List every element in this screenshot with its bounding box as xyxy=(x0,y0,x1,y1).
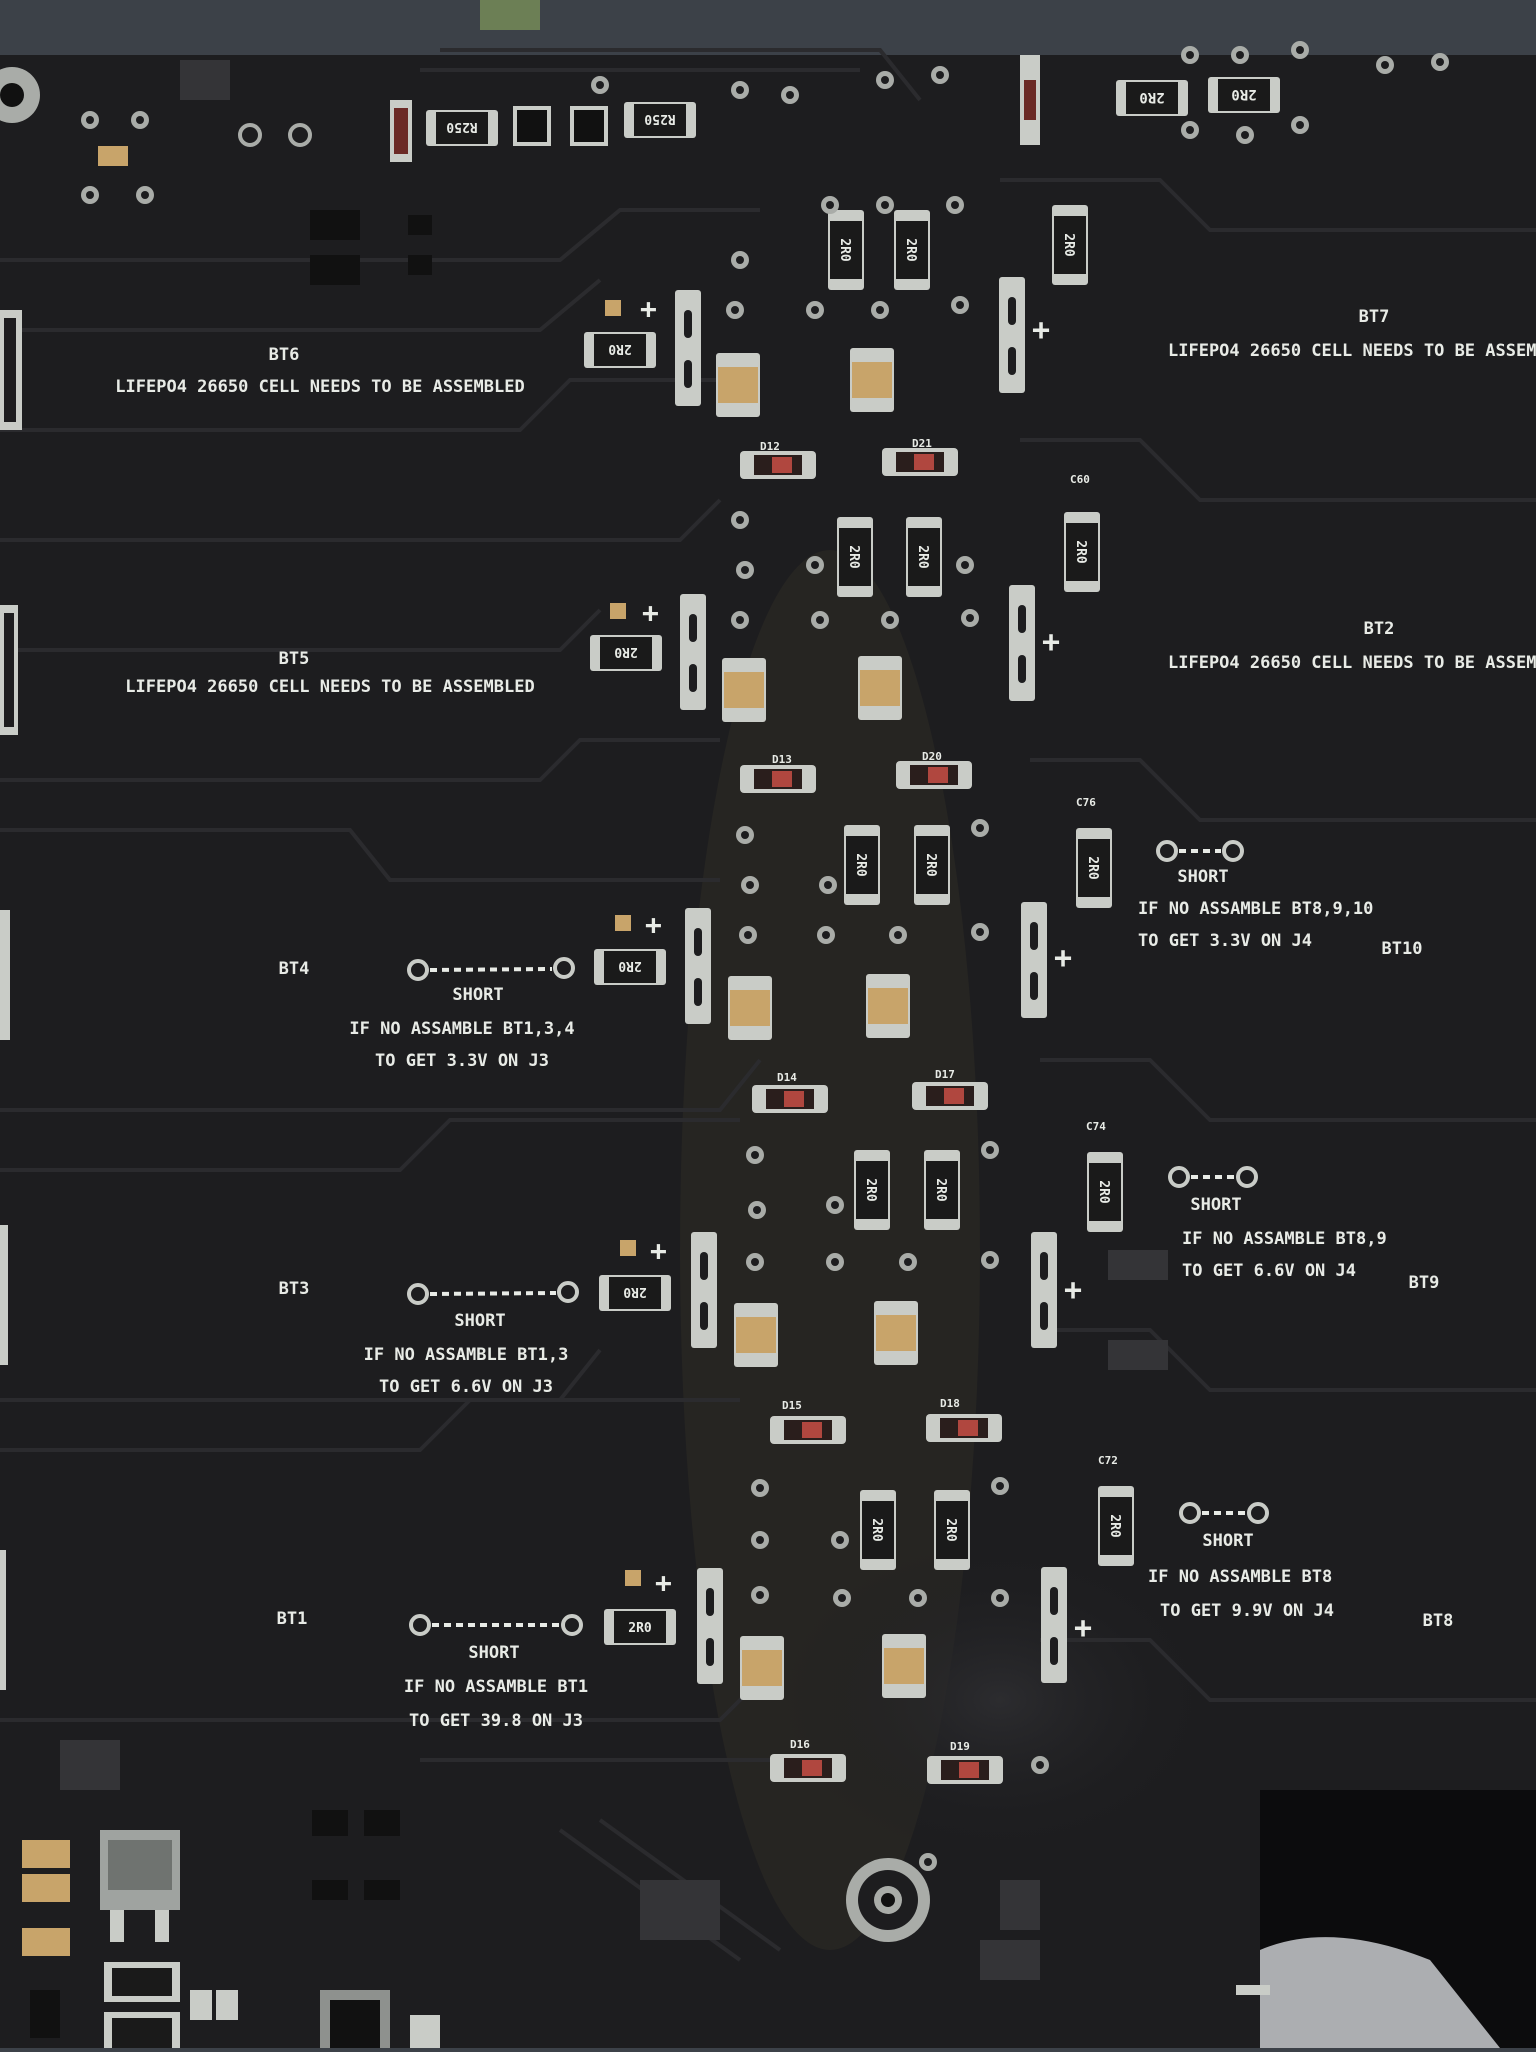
bt6-note: LIFEPO4 26650 CELL NEEDS TO BE ASSEMBLED xyxy=(115,377,524,397)
cell-balance-row-1: 2R0 2R0 2R0 2R0 + + D12 D21 xyxy=(584,196,1088,479)
resistor-label: 2R0 xyxy=(1107,1514,1122,1538)
diode-label: D19 xyxy=(950,1740,970,1753)
diode-label: D15 xyxy=(782,1399,802,1412)
bt4-short: SHORT xyxy=(452,985,503,1005)
resistor-label: 2R0 xyxy=(623,1284,647,1299)
polarity-plus: + xyxy=(1074,1611,1092,1646)
polarity-plus: + xyxy=(1064,1273,1082,1308)
diode-label: D13 xyxy=(772,753,792,766)
polarity-plus: + xyxy=(1042,625,1060,660)
resistor-label: 2R0 xyxy=(933,1178,948,1202)
bt6-label: BT6 xyxy=(269,345,300,365)
resistor-label: 2R0 xyxy=(1085,856,1100,880)
diode-label: D21 xyxy=(912,437,932,450)
cell-balance-row-4: 2R0 2R0 2R0 C74 2R0 + + D15 D18 xyxy=(599,1120,1123,1444)
bt1-note-line1: IF NO ASSAMBLE BT1 xyxy=(404,1677,588,1697)
resistor-label: R250 xyxy=(446,119,477,134)
resistor-label: 2R0 xyxy=(618,958,642,973)
polarity-plus: + xyxy=(640,292,657,325)
polarity-plus: + xyxy=(642,596,659,629)
cell-balance-row-3: 2R0 2R0 2R0 C76 2R0 + + D14 D17 xyxy=(594,796,1112,1113)
bt8-label: BT8 xyxy=(1423,1611,1454,1631)
diode-label: D14 xyxy=(777,1071,797,1084)
resistor-label: 2R0 xyxy=(869,1518,884,1542)
short-jumper-bt8 xyxy=(1179,1502,1269,1524)
bt7-note: LIFEPO4 26650 CELL NEEDS TO BE ASSEM xyxy=(1168,341,1536,361)
polarity-plus: + xyxy=(1054,941,1072,976)
bt8-note-line1: IF NO ASSAMBLE BT8 xyxy=(1148,1567,1332,1587)
resistor-label: 2R0 xyxy=(846,545,861,569)
resistor-label: 2R0 xyxy=(1231,86,1256,102)
polarity-plus: + xyxy=(645,908,662,941)
bt9-note-line2: TO GET 6.6V ON J4 xyxy=(1182,1261,1356,1281)
cell-balance-row-5: 2R0 2R0 2R0 C72 2R0 + + D16 D19 xyxy=(604,1454,1134,1784)
resistor-label: 2R0 xyxy=(943,1518,958,1542)
cell-balance-row-2: 2R0 2R0 2R0 C60 2R0 + + D13 D20 xyxy=(590,473,1100,793)
bt1-label: BT1 xyxy=(277,1609,308,1629)
bt10-note-line1: IF NO ASSAMBLE BT8,9,10 xyxy=(1138,899,1373,919)
diode-label: D20 xyxy=(922,750,942,763)
resistor-label: 2R0 xyxy=(1073,540,1088,564)
resistor-label: 2R0 xyxy=(923,853,938,877)
resistor-label: 2R0 xyxy=(614,644,638,659)
short-jumper-bt4 xyxy=(407,957,575,981)
bottom-components xyxy=(22,1756,1270,2048)
cap-label: C72 xyxy=(1098,1454,1118,1467)
polarity-plus: + xyxy=(655,1566,672,1599)
resistor-label: 2R0 xyxy=(853,853,868,877)
bt10-note-line2: TO GET 3.3V ON J4 xyxy=(1138,931,1312,951)
bt8-short: SHORT xyxy=(1202,1531,1253,1551)
resistor-label: R250 xyxy=(644,111,675,126)
diode-label: D12 xyxy=(760,440,780,453)
short-jumper-bt9 xyxy=(1168,1166,1258,1188)
bt3-short: SHORT xyxy=(454,1311,505,1331)
cap-label: C60 xyxy=(1070,473,1090,486)
cap-label: C76 xyxy=(1076,796,1096,809)
polarity-plus: + xyxy=(1032,313,1050,348)
bt4-label: BT4 xyxy=(279,959,310,979)
diode-label: D16 xyxy=(790,1738,810,1751)
bt4-note-line2: TO GET 3.3V ON J3 xyxy=(375,1051,549,1071)
short-jumper-bt1 xyxy=(409,1614,583,1636)
resistor-label: 2R0 xyxy=(915,545,930,569)
resistor-label: 2R0 xyxy=(837,238,852,262)
bt5-label: BT5 xyxy=(279,649,310,669)
bt9-note-line1: IF NO ASSAMBLE BT8,9 xyxy=(1182,1229,1387,1249)
short-jumper-bt10 xyxy=(1156,840,1244,862)
bt3-note-line2: TO GET 6.6V ON J3 xyxy=(379,1377,553,1397)
resistor-label: 2R0 xyxy=(903,238,918,262)
bt3-label: BT3 xyxy=(279,1279,310,1299)
bt5-note: LIFEPO4 26650 CELL NEEDS TO BE ASSEMBLED xyxy=(125,677,534,697)
bt7-label: BT7 xyxy=(1359,307,1390,327)
resistor-label: 2R0 xyxy=(628,1621,652,1636)
cap-label: C74 xyxy=(1086,1120,1106,1133)
resistor-label: 2R0 xyxy=(1139,89,1164,105)
bt3-note-line1: IF NO ASSAMBLE BT1,3 xyxy=(364,1345,569,1365)
diode-label: D18 xyxy=(940,1397,960,1410)
via-fields xyxy=(60,60,1168,1980)
bt10-label: BT10 xyxy=(1382,939,1423,959)
polarity-plus: + xyxy=(650,1234,667,1267)
bt2-label: BT2 xyxy=(1364,619,1395,639)
bt10-short: SHORT xyxy=(1177,867,1228,887)
bt4-note-line1: IF NO ASSAMBLE BT1,3,4 xyxy=(349,1019,574,1039)
short-jumper-bt3 xyxy=(407,1281,579,1305)
bt1-short: SHORT xyxy=(468,1643,519,1663)
resistor-label: 2R0 xyxy=(1061,233,1076,257)
bt9-label: BT9 xyxy=(1409,1273,1440,1293)
bt8-note-line2: TO GET 9.9V ON J4 xyxy=(1160,1601,1334,1621)
bt2-note: LIFEPO4 26650 CELL NEEDS TO BE ASSEM xyxy=(1168,653,1536,673)
resistor-label: 2R0 xyxy=(608,341,632,356)
diode-label: D17 xyxy=(935,1068,955,1081)
copper-traces xyxy=(0,48,1536,1962)
resistor-label: 2R0 xyxy=(1096,1180,1111,1204)
bt9-short: SHORT xyxy=(1190,1195,1241,1215)
resistor-label: 2R0 xyxy=(863,1178,878,1202)
bt1-note-line2: TO GET 39.8 ON J3 xyxy=(409,1711,583,1731)
